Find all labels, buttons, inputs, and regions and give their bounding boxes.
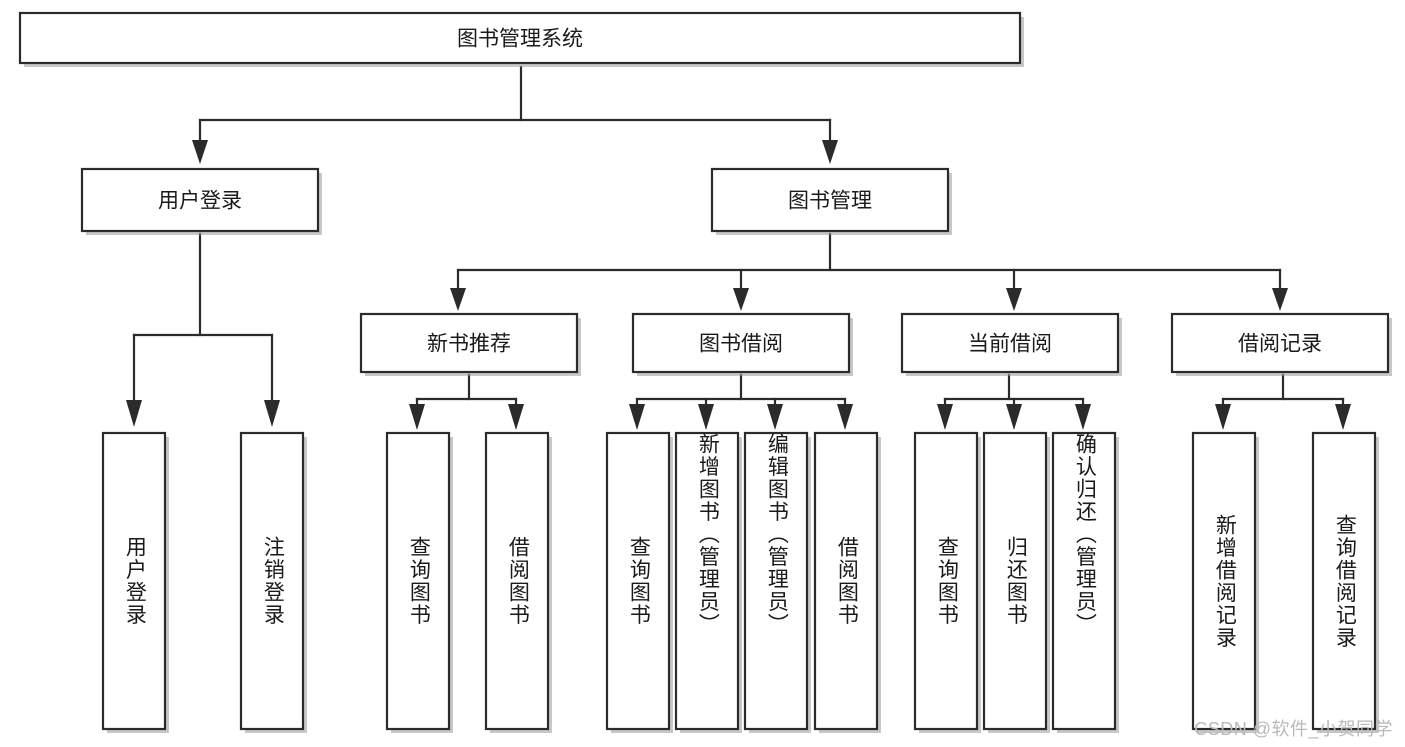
leaf-add-book-box[interactable]	[674, 431, 740, 731]
node-current-borrow-box	[900, 312, 1120, 374]
arrow-to-borrow-record	[1272, 288, 1288, 311]
connector-group	[126, 65, 1351, 430]
node-current-borrow-label: 当前借阅	[968, 333, 1052, 356]
leaf-return-book-box[interactable]	[982, 431, 1048, 731]
node-root[interactable]: 图书管理系统	[18, 11, 1024, 67]
node-user-login-box	[80, 167, 320, 233]
arrow-to-new-book-recommend	[450, 288, 466, 311]
node-new-book-recommend-label: 新书推荐	[427, 333, 511, 356]
node-book-borrow[interactable]: 图书借阅	[631, 312, 853, 376]
node-book-management-label: 图书管理	[788, 190, 872, 213]
leaf-add-record-box[interactable]	[1191, 431, 1257, 731]
leaf-borrow-book-1-box[interactable]	[484, 431, 550, 731]
arrow-leaf-user-login	[126, 400, 142, 427]
arrow-leaf-return-book	[1006, 404, 1022, 430]
node-user-login[interactable]: 用户登录	[80, 167, 322, 235]
arrow-leaf-query-book-3	[937, 404, 953, 430]
arrow-leaf-query-book-1	[409, 404, 425, 430]
arrow-leaf-confirm-return	[1075, 404, 1091, 430]
node-book-borrow-box	[631, 312, 851, 374]
watermark-text: CSDN @软件_小贺同学	[1194, 719, 1393, 739]
leaf-logout-login-box[interactable]	[239, 431, 305, 731]
node-borrow-record[interactable]: 借阅记录	[1170, 312, 1392, 376]
arrow-to-book-management	[822, 140, 838, 164]
node-borrow-record-label: 借阅记录	[1238, 333, 1322, 356]
arrow-leaf-add-book	[698, 404, 714, 430]
node-borrow-record-box	[1170, 312, 1390, 374]
arrow-leaf-query-record	[1335, 404, 1351, 430]
leaf-user-login-box[interactable]	[101, 431, 167, 731]
leaf-query-record-box[interactable]	[1311, 431, 1377, 731]
leaf-query-book-3-box[interactable]	[913, 431, 979, 731]
arrow-leaf-edit-book	[767, 404, 783, 430]
arrow-to-book-borrow	[733, 288, 749, 311]
arrow-leaf-borrow-book-1	[508, 404, 524, 430]
leaf-query-book-2-box[interactable]	[605, 431, 671, 731]
node-book-management-box	[710, 167, 950, 233]
arrow-leaf-query-book-2	[629, 404, 645, 430]
node-new-book-recommend[interactable]: 新书推荐	[359, 312, 581, 376]
node-user-login-label: 用户登录	[158, 190, 242, 213]
arrow-to-current-borrow	[1006, 288, 1022, 311]
leaf-query-book-1-box[interactable]	[385, 431, 451, 731]
node-book-borrow-label: 图书借阅	[699, 333, 783, 356]
node-current-borrow[interactable]: 当前借阅	[900, 312, 1122, 376]
node-book-management[interactable]: 图书管理	[710, 167, 952, 235]
arrow-leaf-add-record	[1215, 404, 1231, 430]
arrow-to-user-login	[192, 140, 208, 164]
leaf-borrow-book-2-box[interactable]	[813, 431, 879, 731]
arrow-leaf-logout-login	[264, 400, 280, 427]
node-root-label: 图书管理系统	[457, 28, 583, 51]
arrow-leaf-borrow-book-2	[837, 404, 853, 430]
leaf-boxes-group	[101, 431, 1379, 733]
leaf-edit-book-box[interactable]	[743, 431, 809, 731]
leaf-confirm-return-box[interactable]	[1051, 431, 1117, 731]
node-new-book-recommend-box	[359, 312, 579, 374]
node-root-box	[18, 11, 1022, 65]
